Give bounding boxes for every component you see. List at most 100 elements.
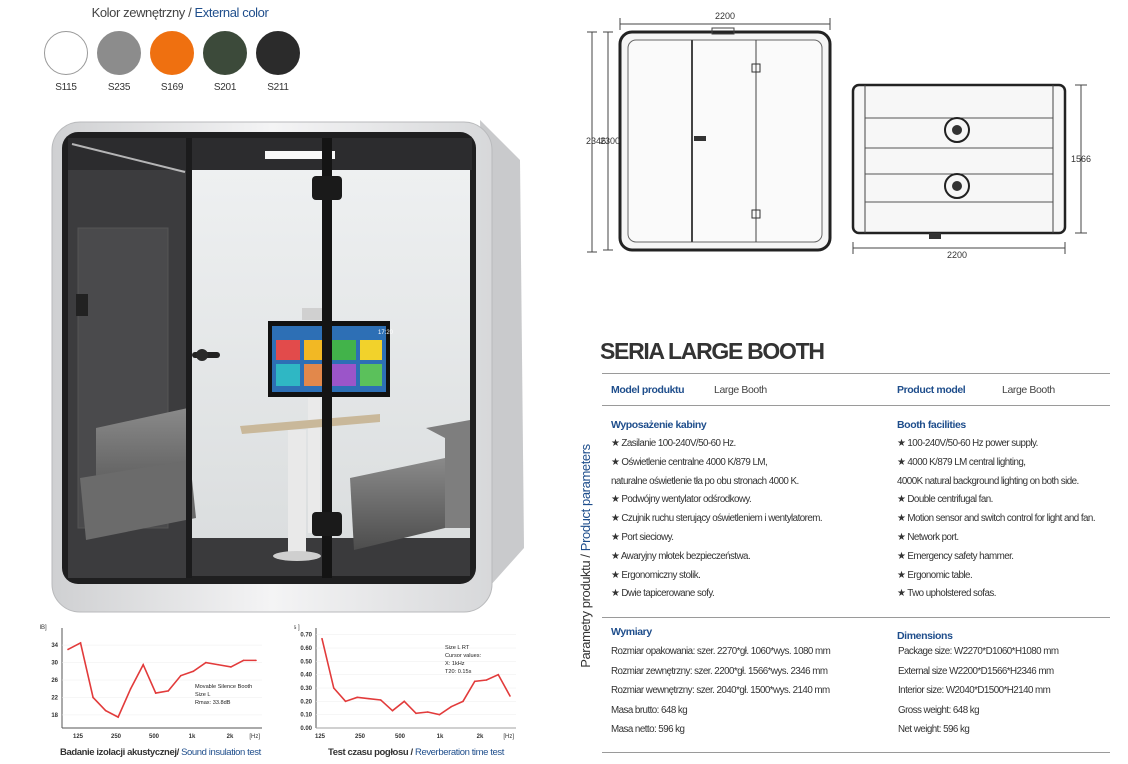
data-point bbox=[92, 696, 94, 699]
spec-item-text: Rozmiar zewnętrzny: szer. 2200*gł. 1566*… bbox=[611, 665, 828, 677]
spec-item-text: Zasilanie 100-240V/50-60 Hz. bbox=[621, 438, 736, 449]
top-width-dim: 2200 bbox=[947, 250, 967, 260]
sound-caption-pl: Badanie izolacji akustycznej/ bbox=[60, 747, 179, 758]
legend-text: X: 1kHz bbox=[445, 661, 465, 667]
spec-item-text: Masa netto: 596 kg bbox=[611, 724, 685, 735]
spec-item: ★ Ergonomiczny stolik. bbox=[611, 569, 701, 581]
star-icon: ★ bbox=[897, 550, 908, 562]
star-icon: ★ bbox=[611, 438, 622, 449]
legend-text: Movable Silence Booth bbox=[195, 684, 252, 690]
x-unit-label: [Hz] bbox=[249, 734, 260, 740]
spec-item: ★ Emergency safety hammer. bbox=[897, 550, 1014, 562]
reverb-caption-en: Reverberation time test bbox=[414, 747, 504, 758]
spec-item-text: 100-240V/50-60 Hz power supply. bbox=[907, 438, 1038, 449]
divider bbox=[602, 405, 1110, 406]
spec-item: ★ Awaryjny młotek bezpieczeństwa. bbox=[611, 550, 751, 562]
spec-item: ★ 100-240V/50-60 Hz power supply. bbox=[897, 438, 1038, 449]
spec-item-text: Package size: W2270*D1060*H1080 mm bbox=[898, 646, 1059, 657]
front-view-drawing: 2200 2346 2300 bbox=[586, 11, 832, 253]
legend-text: Cursor values: bbox=[445, 653, 482, 659]
star-icon: ★ bbox=[897, 588, 908, 600]
facilities-title-en: Booth facilities bbox=[897, 419, 966, 431]
y-tick-label: 0.60 bbox=[300, 646, 312, 652]
series-title: SERIA LARGE BOOTH bbox=[600, 338, 825, 364]
x-tick-label: 125 bbox=[73, 734, 84, 740]
spec-item-text: Awaryjny młotek bezpieczeństwa. bbox=[620, 550, 751, 562]
spec-item: ★ Network port. bbox=[897, 532, 959, 543]
divider bbox=[602, 373, 1110, 374]
spec-item: Interior size: W2040*D1500*H2140 mm bbox=[898, 685, 1051, 696]
data-point bbox=[255, 659, 257, 662]
y-tick-label: 0.20 bbox=[300, 699, 312, 705]
spec-item-text: naturalne oświetlenie tła po obu stronac… bbox=[611, 475, 799, 487]
data-point bbox=[356, 696, 359, 699]
star-icon: ★ bbox=[897, 456, 908, 468]
dimensions-title-pl: Wymiary bbox=[611, 626, 652, 638]
spec-item-text: Double centrifugal fan. bbox=[907, 494, 993, 506]
model-value-pl: Large Booth bbox=[714, 384, 767, 396]
series-line bbox=[321, 638, 511, 716]
spec-item-text: External size W2200*D1566*H2346 mm bbox=[898, 665, 1054, 677]
data-point bbox=[426, 711, 429, 713]
top-outline bbox=[851, 83, 1067, 235]
x-tick-label: 250 bbox=[111, 734, 122, 740]
spec-item-text: Emergency safety hammer. bbox=[907, 550, 1014, 562]
spec-item-text: Oświetlenie centralne 4000 K/879 LM, bbox=[621, 456, 768, 468]
reverb-caption-pl: Test czasu pogłosu / bbox=[328, 747, 413, 758]
spec-item: ★ Dwie tapicerowane sofy. bbox=[611, 588, 715, 600]
spec-item-text: Interior size: W2040*D1500*H2140 mm bbox=[898, 685, 1051, 696]
y-tick-label: 26 bbox=[51, 678, 58, 684]
vertical-label-pl: Parametry produktu / bbox=[578, 554, 593, 668]
star-icon: ★ bbox=[611, 569, 622, 581]
data-point bbox=[344, 700, 347, 703]
spec-item: Masa netto: 596 kg bbox=[611, 724, 685, 735]
spec-item-text: Gross weight: 648 kg bbox=[898, 704, 980, 716]
spec-item: Rozmiar wewnętrzny: szer. 2040*gł. 1500*… bbox=[611, 685, 830, 696]
data-point bbox=[473, 680, 476, 683]
star-icon: ★ bbox=[897, 494, 908, 506]
color-swatch-s115 bbox=[44, 31, 88, 75]
legend-text: Size L RT bbox=[445, 645, 470, 651]
right-sofa bbox=[350, 458, 445, 550]
data-point bbox=[192, 670, 195, 673]
star-icon: ★ bbox=[611, 494, 622, 506]
front-width-dim: 2200 bbox=[715, 11, 735, 21]
color-swatch-s201 bbox=[203, 31, 247, 75]
data-point bbox=[332, 687, 335, 689]
data-point bbox=[67, 648, 69, 651]
spec-item-text: Motion sensor and switch control for lig… bbox=[907, 513, 1096, 525]
model-value-en: Large Booth bbox=[1002, 384, 1055, 396]
spec-item-text: Rozmiar opakowania: szer. 2270*gł. 1060*… bbox=[611, 646, 831, 657]
divider bbox=[602, 617, 1110, 618]
spec-item-text: Dwie tapicerowane sofy. bbox=[621, 588, 715, 600]
star-icon: ★ bbox=[611, 456, 622, 468]
star-icon: ★ bbox=[897, 532, 908, 543]
external-color-title-en: External color bbox=[194, 5, 269, 20]
data-point bbox=[104, 709, 107, 712]
x-tick-label: 125 bbox=[315, 734, 326, 740]
spec-item-text: Ergonomic table. bbox=[907, 569, 973, 581]
spec-item-text: Masa brutto: 648 kg bbox=[611, 704, 688, 716]
spec-item-text: 4000K natural background lighting on bot… bbox=[897, 475, 1079, 487]
spec-item-text: 4000 K/879 LM central lighting, bbox=[907, 456, 1026, 468]
spec-item: Package size: W2270*D1060*H1080 mm bbox=[898, 646, 1059, 657]
star-icon: ★ bbox=[897, 438, 908, 449]
color-swatch-code: S115 bbox=[55, 82, 77, 93]
data-point bbox=[415, 712, 417, 715]
external-color-title-pl: Kolor zewnętrzny / bbox=[91, 5, 192, 20]
door-mullion bbox=[322, 138, 332, 578]
reverb-graph-plot: [ s ]0.700.600.500.400.300.200.100.00125… bbox=[294, 625, 516, 740]
spec-item-text: Ergonomiczny stolik. bbox=[621, 569, 701, 581]
x-tick-label: 2k bbox=[227, 734, 234, 740]
spec-item: ★ Czujnik ruchu sterujący oświetleniem i… bbox=[611, 513, 823, 524]
booth-photo: 17:20 bbox=[51, 120, 524, 613]
x-tick-label: 1k bbox=[437, 734, 444, 740]
model-label-pl: Model produktu bbox=[611, 384, 685, 396]
x-tick-label: 1k bbox=[189, 734, 196, 740]
star-icon: ★ bbox=[611, 550, 621, 562]
data-point bbox=[167, 690, 170, 692]
y-tick-label: 0.70 bbox=[300, 633, 312, 639]
color-swatch-code: S235 bbox=[107, 82, 131, 93]
data-point bbox=[368, 697, 370, 700]
reverberation-graph: [ s ]0.700.600.500.400.300.200.100.00125… bbox=[294, 625, 516, 740]
